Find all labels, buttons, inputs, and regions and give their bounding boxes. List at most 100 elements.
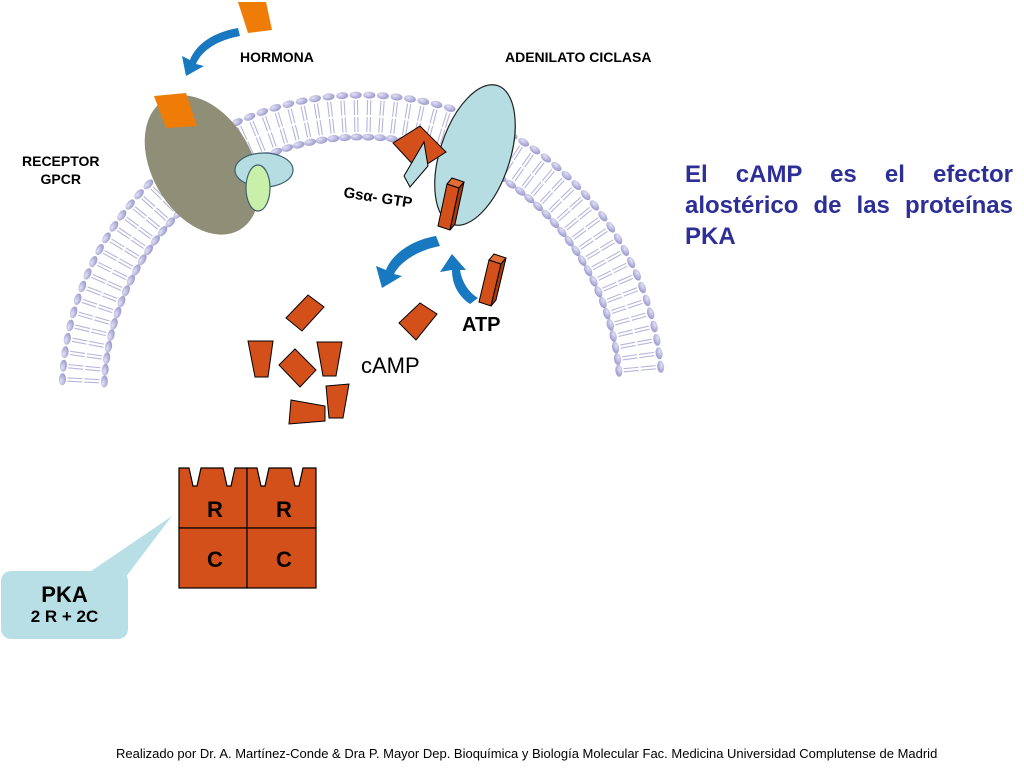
lipid-tail [67, 381, 82, 382]
lipid-tail [552, 178, 562, 189]
lipid-tail [565, 218, 577, 227]
lipid-head [106, 329, 116, 342]
lipid-tail [430, 109, 434, 124]
receptor-label-line2: GPCR [41, 171, 81, 187]
lipid-head [295, 96, 308, 105]
camp-molecule [399, 303, 437, 340]
lipid-tail [418, 106, 421, 121]
incoming-arrow-icon [182, 28, 240, 76]
lipid-tail [288, 109, 292, 124]
lipid-tail [341, 101, 342, 116]
lipid-tail [638, 342, 653, 345]
lipid-head [390, 93, 403, 101]
receptor-label-line1: RECEPTOR [22, 153, 100, 169]
lipid-head [619, 244, 631, 258]
lipid-head [101, 375, 109, 387]
lipid-tail [623, 358, 638, 360]
lipid-head [570, 178, 583, 191]
statement-text: El cAMP es el efector alostérico de las … [685, 159, 1013, 252]
pka-r-label-right: R [276, 497, 292, 522]
lipid-tail [586, 249, 599, 257]
lipid-tail [433, 110, 437, 125]
receptor-label: RECEPTOR GPCR [22, 152, 100, 188]
lipid-head [588, 199, 601, 213]
lipid-tail [600, 240, 613, 248]
lipid-tail [532, 161, 541, 173]
lipid-tail [344, 101, 345, 116]
lipid-tail [620, 342, 635, 345]
lipid-tail [119, 228, 131, 236]
lipid-tail [637, 339, 652, 342]
lipid-tail [317, 121, 319, 136]
pka-c-label-right: C [276, 547, 292, 572]
lipid-tail [87, 354, 102, 356]
lipid-head [125, 273, 137, 287]
lipid-tail [124, 251, 137, 259]
lipid-head [417, 97, 430, 106]
lipid-head [87, 255, 99, 269]
lipid-tail [93, 274, 107, 280]
lipid-head [560, 169, 574, 182]
lipid-tail [639, 356, 654, 358]
lipid-tail [108, 281, 122, 287]
lipid-tail [618, 330, 633, 333]
lipid-tail [570, 197, 581, 207]
lipid-head [59, 373, 67, 385]
lipid-head [82, 267, 93, 281]
lipid-head [579, 188, 592, 202]
lipid-tail [572, 228, 584, 237]
lipid-tail [331, 102, 333, 117]
adenylate-cyclase-label: ADENILATO CICLASA [505, 49, 651, 65]
lipid-head [322, 93, 335, 101]
lipid-head [443, 103, 457, 113]
lipid-tail [140, 227, 152, 236]
lipid-tail [524, 176, 533, 188]
lipid-tail [522, 174, 531, 186]
lipid-tail [557, 209, 568, 219]
lipid-head [101, 364, 109, 377]
lipid-tail [396, 102, 398, 117]
lipid-head [588, 274, 600, 288]
lipid-head [615, 364, 623, 377]
lipid-head [550, 160, 564, 173]
lipid-tail [608, 254, 621, 261]
lipid-head [403, 94, 416, 103]
lipid-tail [98, 262, 111, 269]
lipid-tail [112, 239, 125, 247]
lipid-tail [73, 338, 88, 341]
lipid-tail [295, 125, 299, 140]
lipid-tail [133, 237, 145, 245]
lipid-tail [602, 243, 615, 251]
g-protein-gamma [246, 165, 270, 211]
lipid-tail [383, 101, 384, 116]
lipid-head [652, 333, 661, 346]
lipid-tail [333, 119, 335, 134]
camp-release-arrow-icon [376, 236, 440, 288]
lipid-tail [394, 119, 396, 134]
lipid-tail [641, 366, 656, 367]
lipid-head [109, 317, 119, 330]
camp-molecule [326, 384, 349, 418]
lipid-tail [69, 365, 84, 366]
lipid-tail [512, 167, 521, 179]
lipid-tail [613, 263, 626, 270]
atp-label: ATP [462, 314, 501, 337]
lipid-tail [624, 370, 639, 371]
lipid-head [256, 107, 270, 118]
lipid-tail [87, 357, 102, 359]
hormone-label: HORMONA [240, 49, 314, 65]
lipid-tail [542, 169, 552, 180]
lipid-tail [110, 242, 123, 250]
lipid-tail [525, 155, 534, 167]
lipid-tail [535, 163, 544, 175]
lipid-tail [308, 122, 311, 137]
camp-label: cAMP [361, 353, 420, 379]
lipid-head [646, 307, 656, 320]
lipid-tail [70, 351, 85, 353]
lipid-tail [146, 220, 158, 230]
lipid-tail [345, 118, 346, 133]
lipid-tail [67, 378, 82, 379]
pka-title: PKA [1, 583, 128, 607]
lipid-head [292, 140, 305, 150]
lipid-tail [92, 329, 107, 332]
